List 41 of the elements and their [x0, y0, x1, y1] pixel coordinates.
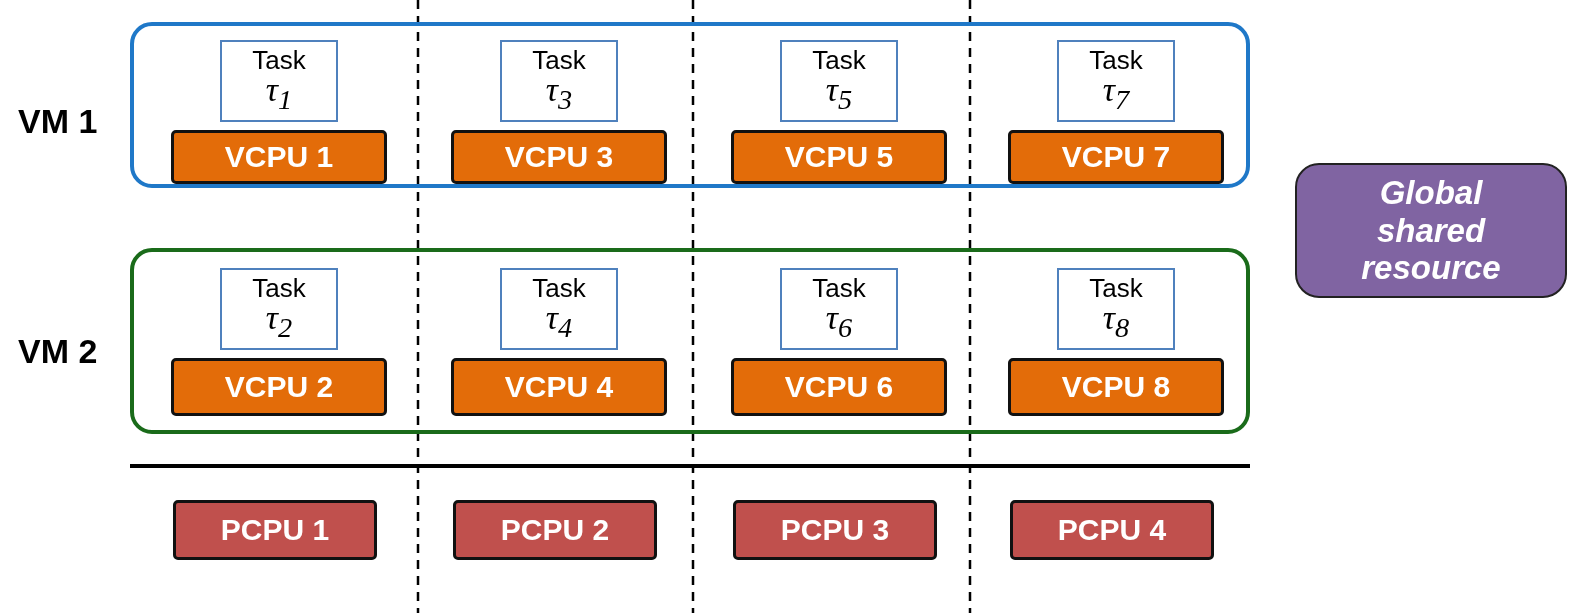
task-label: Task	[812, 275, 866, 302]
task-box	[220, 40, 338, 122]
vcpu-box: VCPU 1	[171, 130, 387, 184]
task-box	[500, 268, 618, 350]
task-box	[1057, 268, 1175, 350]
pcpu-box: PCPU 3	[733, 500, 937, 560]
vcpu-box: VCPU 8	[1008, 358, 1224, 416]
vm-frame	[130, 22, 1250, 188]
task-symbol: τ$_{6}$	[825, 301, 853, 343]
task-label: Task	[1089, 47, 1143, 74]
task-symbol: τ$_{2}$	[265, 301, 293, 343]
task-box	[780, 268, 898, 350]
task-label: Task	[532, 275, 586, 302]
task-label: Task	[812, 47, 866, 74]
task-box	[780, 40, 898, 122]
task-box	[1057, 40, 1175, 122]
pcpu-box: PCPU 2	[453, 500, 657, 560]
task-symbol: τ$_{4}$	[545, 301, 573, 343]
pcpu-box: PCPU 1	[173, 500, 377, 560]
task-box	[500, 40, 618, 122]
task-symbol: τ$_{7}$	[1102, 73, 1130, 115]
task-symbol: τ$_{3}$	[545, 73, 573, 115]
task-box	[220, 268, 338, 350]
vcpu-box: VCPU 3	[451, 130, 667, 184]
vcpu-box: VCPU 2	[171, 358, 387, 416]
task-label: Task	[532, 47, 586, 74]
vcpu-box: VCPU 4	[451, 358, 667, 416]
vcpu-box: VCPU 6	[731, 358, 947, 416]
task-label: Task	[1089, 275, 1143, 302]
task-symbol: τ$_{5}$	[825, 73, 853, 115]
task-label: Task	[252, 275, 306, 302]
resource-box: Global shared resource	[1295, 163, 1567, 298]
vm-label: VM 1	[18, 102, 98, 141]
task-symbol: τ$_{1}$	[265, 73, 293, 115]
vcpu-box: VCPU 7	[1008, 130, 1224, 184]
task-symbol: τ$_{8}$	[1102, 301, 1130, 343]
vm-label: VM 2	[18, 332, 98, 371]
vm-frame	[130, 248, 1250, 434]
task-label: Task	[252, 47, 306, 74]
pcpu-box: PCPU 4	[1010, 500, 1214, 560]
vcpu-box: VCPU 5	[731, 130, 947, 184]
